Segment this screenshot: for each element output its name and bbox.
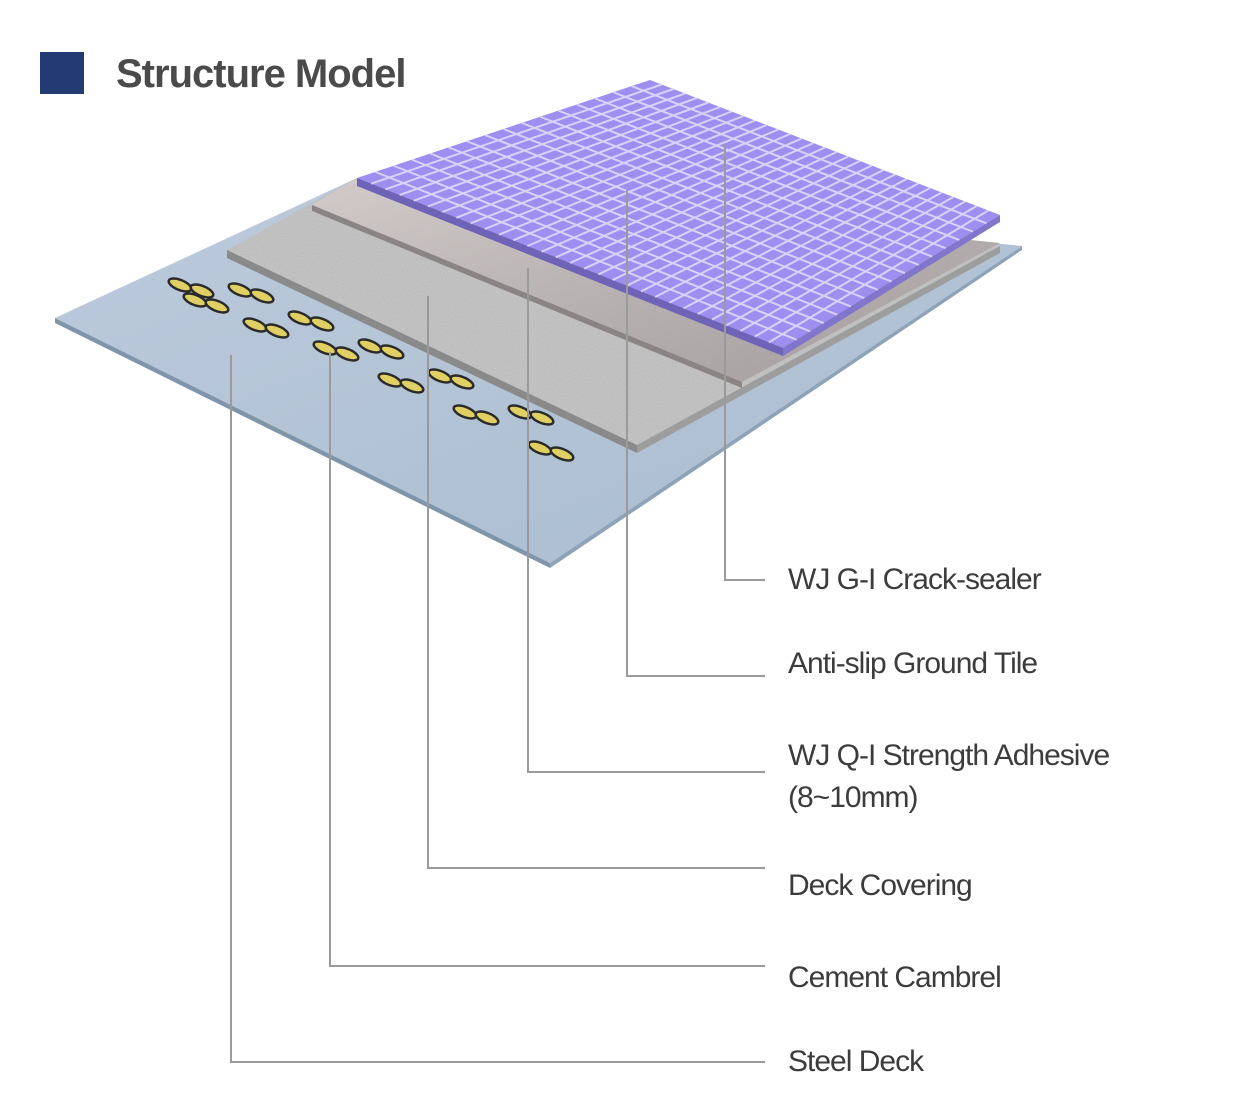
cambrel-mark — [264, 323, 290, 339]
leader-crack-sealer — [724, 145, 765, 581]
page-title: Structure Model — [116, 52, 406, 96]
tile-front — [357, 178, 783, 356]
leader-deck-covering — [427, 296, 765, 869]
leader-lines — [230, 145, 765, 1063]
steel-deck-edge — [55, 318, 550, 568]
grout-line — [558, 109, 933, 258]
label-crack-sealer: WJ G-I Crack-sealer — [788, 563, 1042, 596]
tile-grout-grid — [370, 83, 989, 344]
cambrel-mark — [449, 374, 475, 390]
label-ground-tile: Anti-slip Ground Tile — [788, 647, 1038, 680]
leader-ground-tile — [626, 190, 765, 677]
cambrel-mark — [334, 346, 360, 362]
cambrel-mark — [549, 446, 575, 462]
leader-cement-cambrel — [329, 352, 765, 967]
grout-line — [393, 164, 811, 333]
cement-cambrel-marks — [167, 277, 575, 462]
grout-line — [521, 121, 906, 275]
cambrel-mark — [474, 410, 500, 426]
ground-tile-layer — [357, 80, 1000, 356]
grout-line — [484, 134, 879, 291]
cambrel-mark — [249, 288, 275, 304]
grout-line — [576, 103, 947, 250]
label-strength-adhesive: WJ Q-I Strength Adhesive — [788, 739, 1110, 772]
grout-line — [613, 91, 974, 233]
label-steel-deck: Steel Deck — [788, 1045, 924, 1078]
grout-line — [631, 85, 987, 225]
cambrel-mark — [379, 344, 405, 360]
cambrel-mark — [399, 378, 425, 394]
grout-line — [411, 158, 825, 324]
cambrel-mark — [204, 298, 230, 314]
grout-line — [448, 146, 852, 308]
grout-line — [466, 140, 865, 300]
grout-line — [429, 152, 838, 316]
grout-line — [374, 170, 797, 341]
steel-deck-edge-right — [550, 246, 1022, 568]
label-strength-adhesive-thickness: (8~10mm) — [788, 781, 919, 814]
deck-covering-side — [637, 246, 1000, 453]
label-cement-cambrel: Cement Cambrel — [788, 961, 1002, 994]
title-square-icon — [40, 52, 84, 94]
deck-covering-front — [227, 250, 637, 453]
cambrel-mark — [529, 410, 555, 426]
grout-line — [539, 115, 919, 266]
leader-steel-deck — [230, 355, 765, 1063]
grout-line — [594, 97, 960, 241]
tile-side — [783, 215, 1000, 356]
leader-strength-adhesive — [527, 268, 765, 773]
cambrel-mark — [309, 316, 335, 332]
label-deck-covering: Deck Covering — [788, 869, 973, 902]
grout-line — [503, 128, 892, 283]
